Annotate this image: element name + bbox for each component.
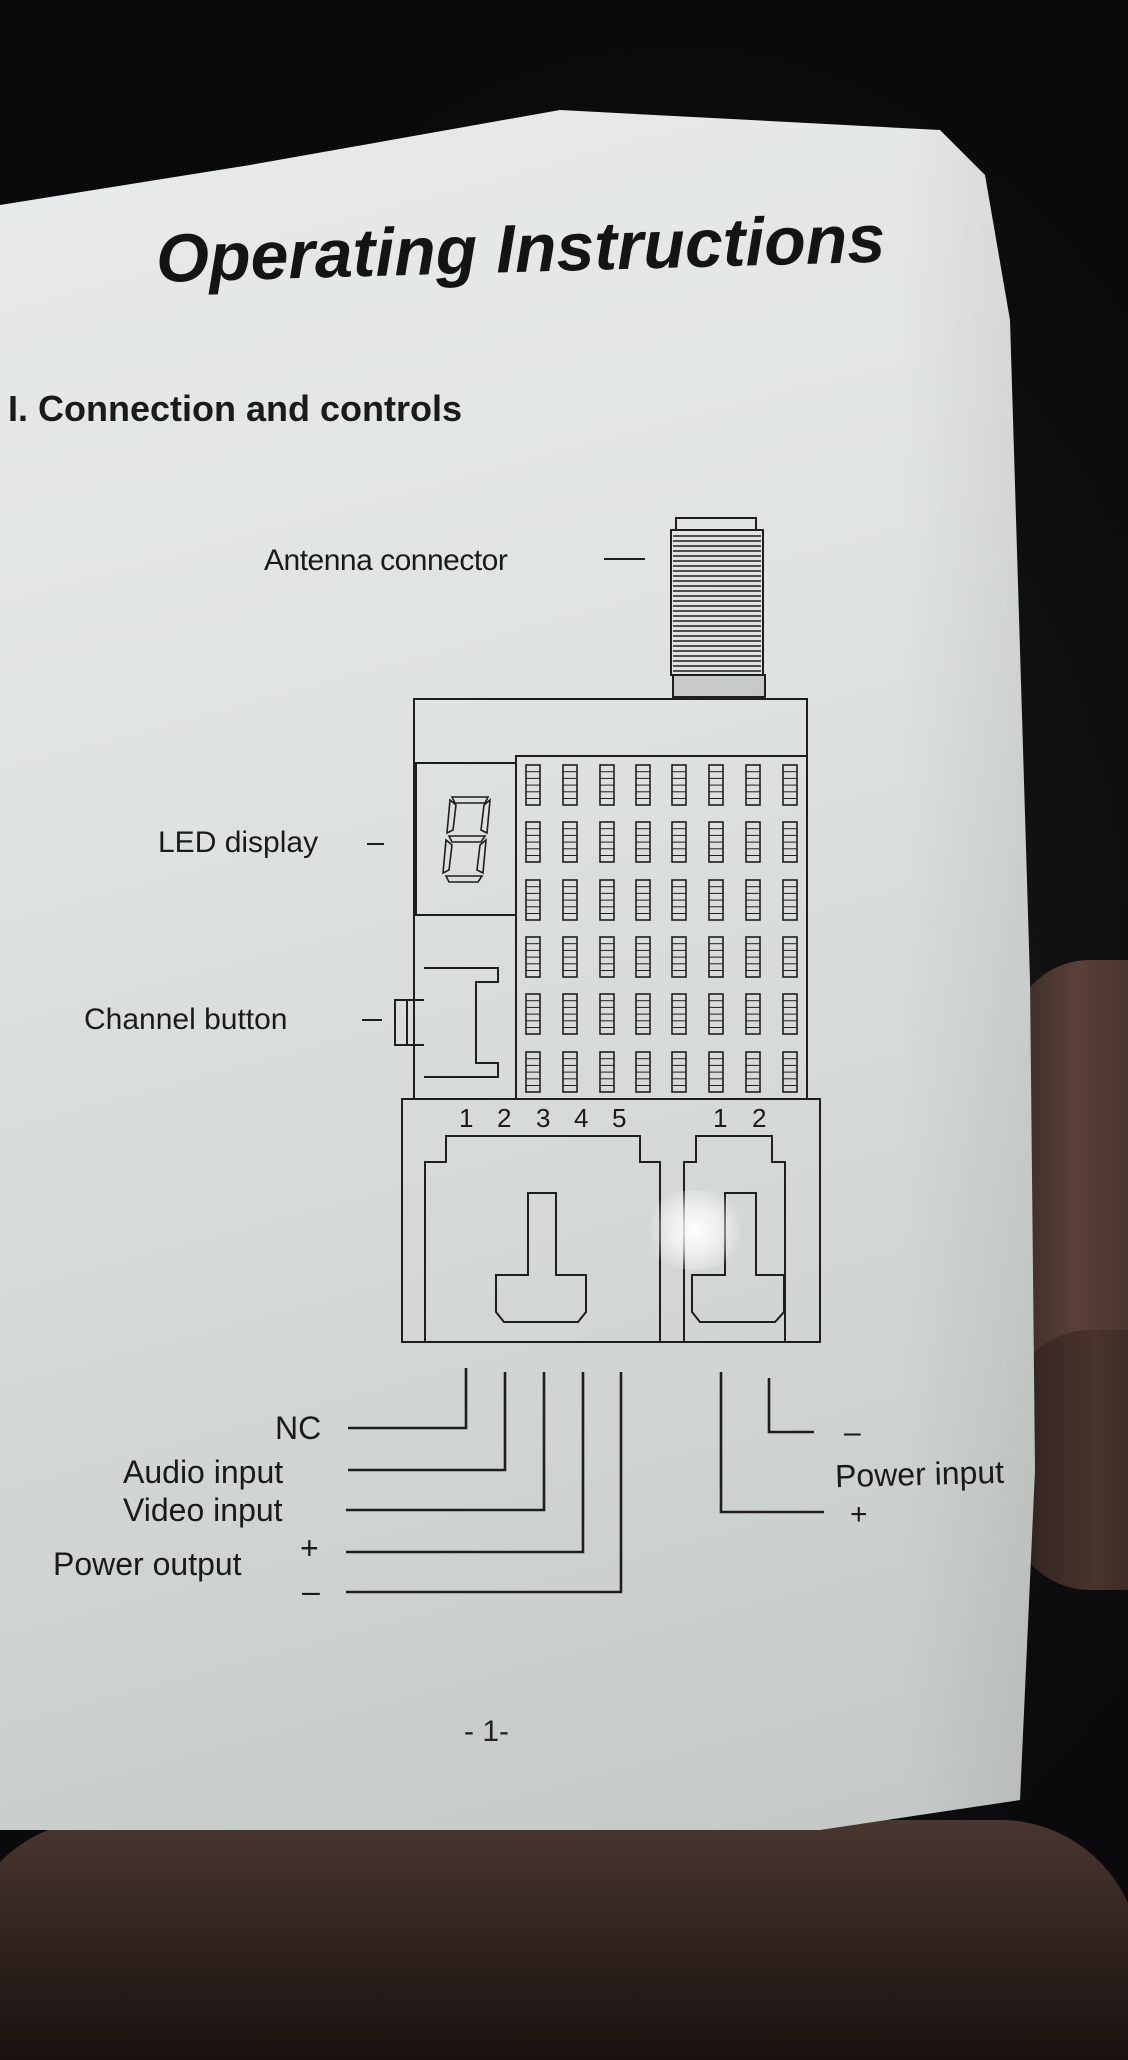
device-body	[413, 698, 808, 1100]
connector-base	[401, 1098, 821, 1343]
antenna-connector-drawing	[670, 517, 766, 698]
left-pin-1: 1	[459, 1103, 474, 1133]
right-pin-1: 1	[713, 1103, 728, 1133]
left-connector-drawing	[424, 1135, 661, 1342]
left-pin-2: 2	[497, 1103, 512, 1133]
left-pin-3: 3	[536, 1103, 551, 1133]
seven-segment-digit	[442, 796, 491, 883]
right-connector-drawing	[683, 1135, 786, 1342]
video-input-label: Video input	[123, 1492, 283, 1528]
nc-label: NC	[275, 1410, 322, 1446]
left-pin-leads	[346, 1368, 623, 1594]
flash-glare	[640, 1190, 750, 1270]
right-pin-leads	[719, 1372, 824, 1514]
led-display-frame	[415, 762, 517, 916]
left-pin-5: 5	[612, 1103, 627, 1133]
heatsink-grid	[525, 764, 798, 1093]
antenna-connector-label: Antenna connector	[264, 544, 508, 577]
channel-button-label: Channel button	[84, 1003, 288, 1036]
instruction-sheet	[0, 110, 1035, 1830]
power-input-plus: +	[850, 1498, 868, 1531]
power-input-minus: –	[844, 1416, 861, 1449]
power-output-minus: –	[302, 1573, 320, 1609]
power-output-label: Power output	[53, 1546, 242, 1582]
led-display-label: LED display	[158, 826, 319, 859]
device-diagram	[346, 517, 824, 1594]
right-pin-2: 2	[752, 1103, 767, 1133]
heatsink-grid-frame	[515, 755, 808, 1100]
page-number: - 1-	[464, 1715, 509, 1748]
left-pin-4: 4	[574, 1103, 589, 1133]
power-output-plus: +	[300, 1530, 319, 1566]
channel-button-drawing	[394, 967, 499, 1078]
audio-input-label: Audio input	[123, 1454, 284, 1490]
section-heading: I. Connection and controls	[8, 388, 463, 429]
power-input-label: Power input	[834, 1453, 1005, 1495]
